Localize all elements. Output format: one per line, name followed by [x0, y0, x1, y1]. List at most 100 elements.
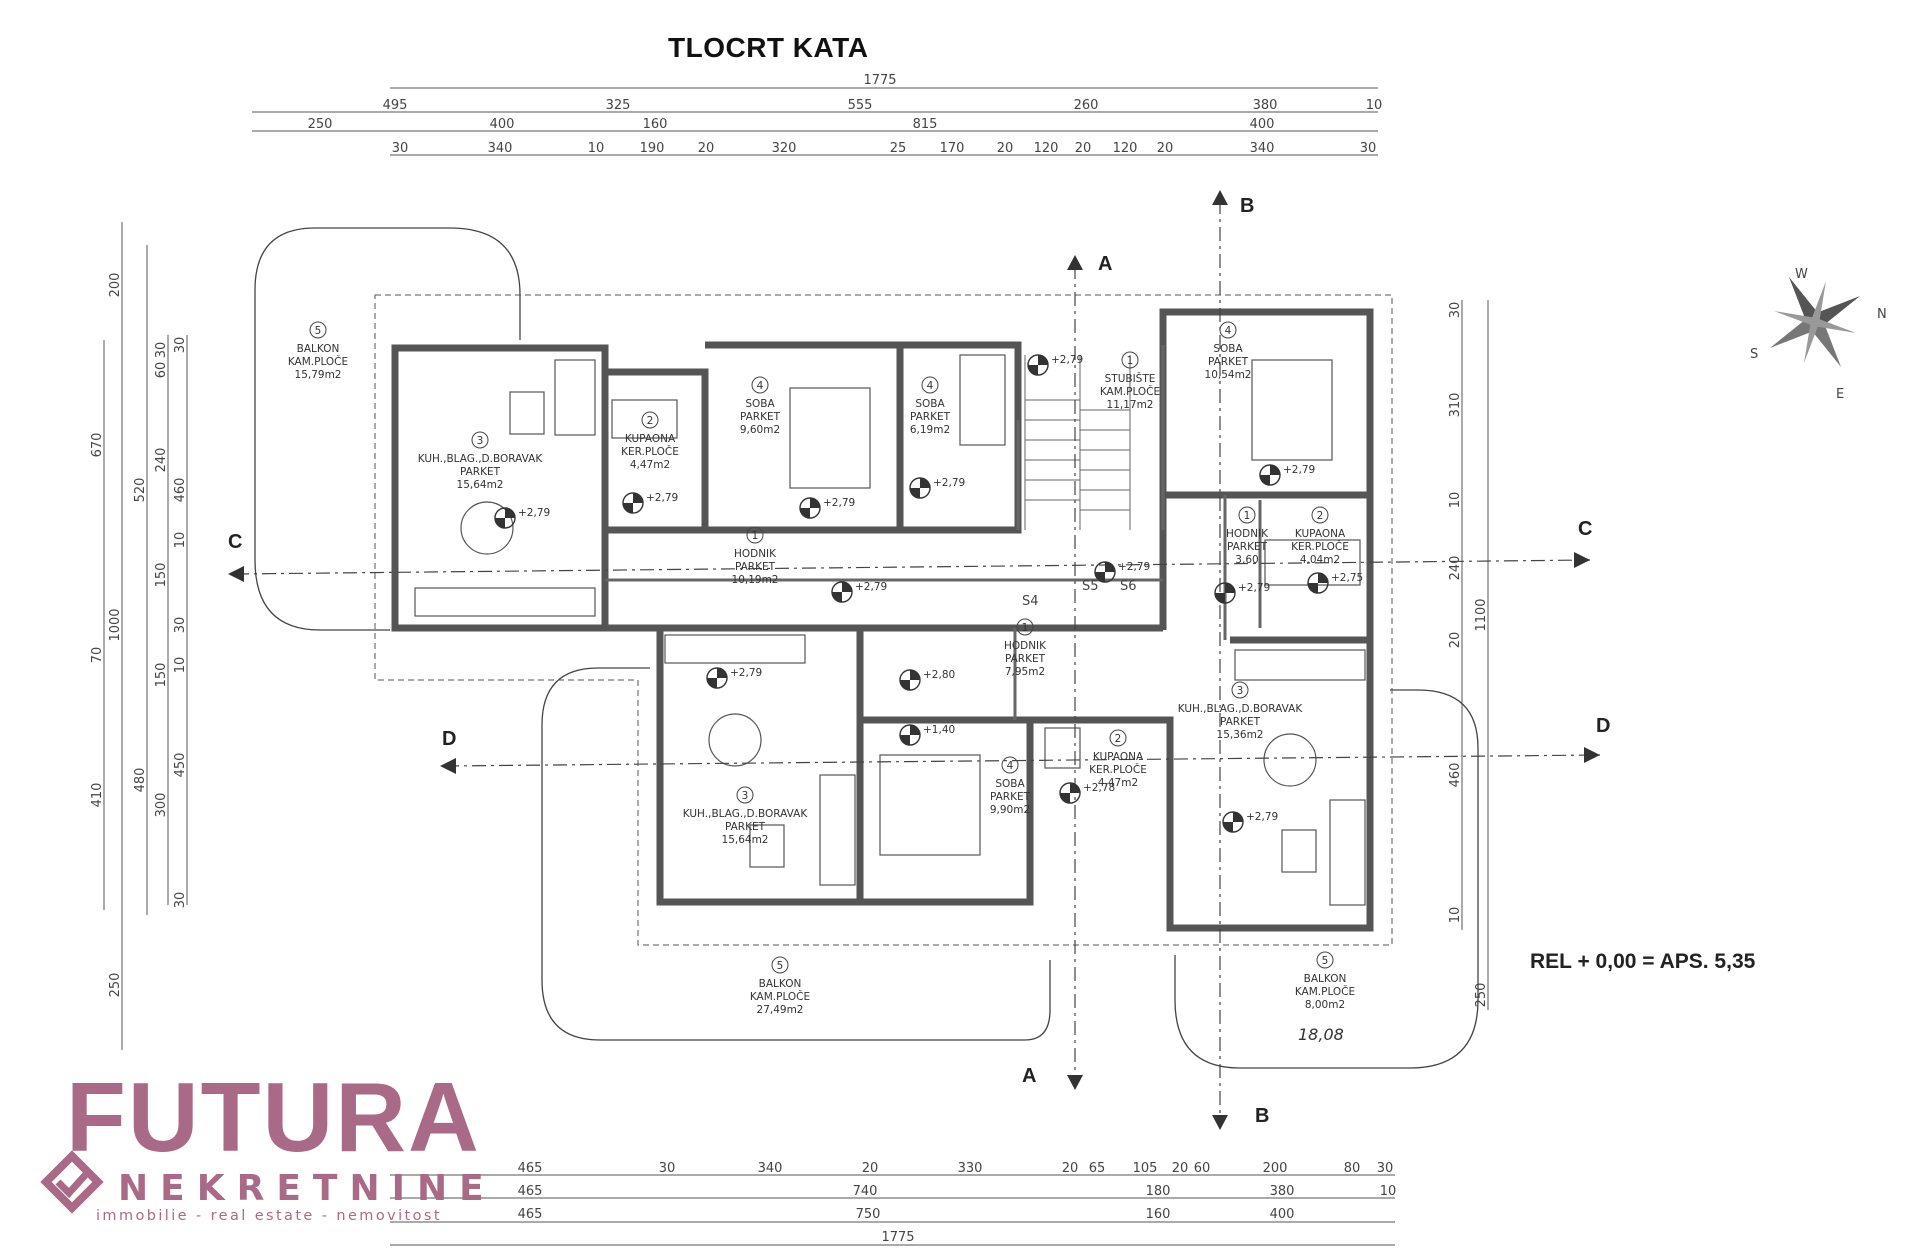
- left-dim-col1-0: 200: [108, 273, 123, 298]
- room-floor: KAM.PLOČE: [1295, 985, 1355, 998]
- room-number-circle: [771, 956, 789, 974]
- section-label-d-right: D: [1596, 715, 1610, 737]
- section-label-d-left: D: [442, 728, 456, 750]
- room-number: 1: [752, 530, 759, 542]
- left-dimension-lines: [103, 222, 188, 1050]
- level-value: +2,80: [923, 669, 955, 681]
- room-area: 15,79m2: [295, 369, 342, 381]
- top-dim-row4-13: 340: [1250, 141, 1275, 156]
- elevation-reference-note: REL + 0,00 = APS. 5,35: [1530, 950, 1756, 973]
- bottom-dim-row2-1: 740: [853, 1184, 878, 1199]
- room-floor: PARKET: [1005, 653, 1046, 665]
- room-area: 15,64m2: [722, 834, 769, 846]
- room-number-circle: [1311, 506, 1329, 524]
- room-number: 3: [742, 790, 749, 802]
- room-number: 5: [1322, 955, 1329, 967]
- bottom-dim-row2-2: 180: [1146, 1184, 1171, 1199]
- section-label-c-right: C: [1578, 518, 1592, 540]
- level-mark: +2,79: [1214, 582, 1270, 604]
- level-value: +2,79: [1246, 811, 1278, 823]
- level-mark: +2,79: [831, 581, 887, 603]
- left-dim-col5-0: 30: [173, 337, 188, 354]
- room-number-circle: [1109, 729, 1127, 747]
- room-floor: PARKET: [910, 411, 951, 423]
- room-number: 4: [757, 380, 764, 392]
- room-number: 5: [315, 325, 322, 337]
- bottom-dim-row1-0: 465: [518, 1161, 543, 1176]
- room-number-circle: [751, 376, 769, 394]
- bottom-dim-row1-8: 20: [1172, 1161, 1189, 1176]
- room-area: 4,47m2: [1098, 777, 1138, 789]
- room-name: KUH.,BLAG.,D.BORAVAK: [418, 453, 544, 465]
- left-dim-col2-0: 520: [133, 478, 148, 503]
- room-number: 2: [1115, 733, 1122, 745]
- room-floor: PARKET: [725, 821, 766, 833]
- level-mark-fill: [1028, 355, 1048, 375]
- room-name: SOBA: [1213, 343, 1243, 355]
- top-dim-row4-9: 120: [1034, 141, 1059, 156]
- room-number-circle: [1238, 506, 1256, 524]
- top-dim-row4-5: 320: [772, 141, 797, 156]
- bottom-dim-row3-2: 160: [1146, 1207, 1171, 1222]
- room-number: 4: [927, 380, 934, 392]
- level-mark: +2,79: [1259, 464, 1315, 486]
- top-dim-row4-6: 25: [890, 141, 907, 156]
- room-name: STUBIŠTE: [1105, 372, 1156, 385]
- right-dim-col2-3: 240: [1448, 556, 1463, 581]
- logo-checkmark-icon: [40, 1150, 104, 1214]
- bottom-dim-row2-3: 380: [1270, 1184, 1295, 1199]
- level-mark: +2,79: [1094, 561, 1150, 583]
- section-markers: [228, 190, 1600, 1130]
- room-area: 6,19m2: [910, 424, 950, 436]
- room-floor: KAM.PLOČE: [288, 355, 348, 368]
- bottom-dimension-lines: [390, 1174, 1395, 1246]
- level-mark-fill: [1260, 465, 1280, 485]
- left-dim-col4-3: 150: [154, 563, 169, 588]
- left-dim-col5-4: 10: [173, 657, 188, 674]
- top-dim-row1-0: 1775: [863, 73, 896, 88]
- room-number-circle: [1231, 681, 1249, 699]
- room-name: KUPAONA: [1295, 528, 1346, 540]
- level-value: +2,79: [933, 477, 965, 489]
- left-dim-col5-1: 460: [173, 478, 188, 503]
- room-number: 1: [1022, 622, 1029, 634]
- top-dim-row4-4: 20: [698, 141, 715, 156]
- left-dim-col3-1: 70: [90, 647, 105, 664]
- level-value: +2,78: [1083, 782, 1115, 794]
- level-value: +2,79: [855, 581, 887, 593]
- top-dim-row3-0: 250: [308, 117, 333, 132]
- left-dim-col3-0: 670: [90, 433, 105, 458]
- compass-w: W: [1795, 267, 1808, 282]
- bottom-dim-row1-4: 330: [958, 1161, 983, 1176]
- section-lines: [234, 200, 1601, 1120]
- level-mark-fill: [910, 478, 930, 498]
- left-dim-col5-6: 30: [173, 892, 188, 909]
- level-mark: +2,79: [1027, 354, 1083, 376]
- logo-subtitle: NEKRETNINE: [118, 1168, 496, 1209]
- room-number-circle: [1316, 951, 1334, 969]
- compass-rose-icon: [1769, 276, 1861, 368]
- level-mark-fill: [1223, 812, 1243, 832]
- room-name: BALKON: [297, 343, 340, 355]
- room-area: 4,47m2: [630, 459, 670, 471]
- section-label-b-bottom: B: [1255, 1105, 1269, 1127]
- bottom-dim-row1-5: 20: [1062, 1161, 1079, 1176]
- top-dim-row3-4: 400: [1250, 117, 1275, 132]
- right-dim-col2-1: 310: [1448, 393, 1463, 418]
- room-floor: KAM.PLOČE: [1100, 385, 1160, 398]
- room-area: 10,54m2: [1205, 369, 1252, 381]
- level-mark-fill: [1095, 562, 1115, 582]
- bottom-dim-row1-6: 65: [1089, 1161, 1106, 1176]
